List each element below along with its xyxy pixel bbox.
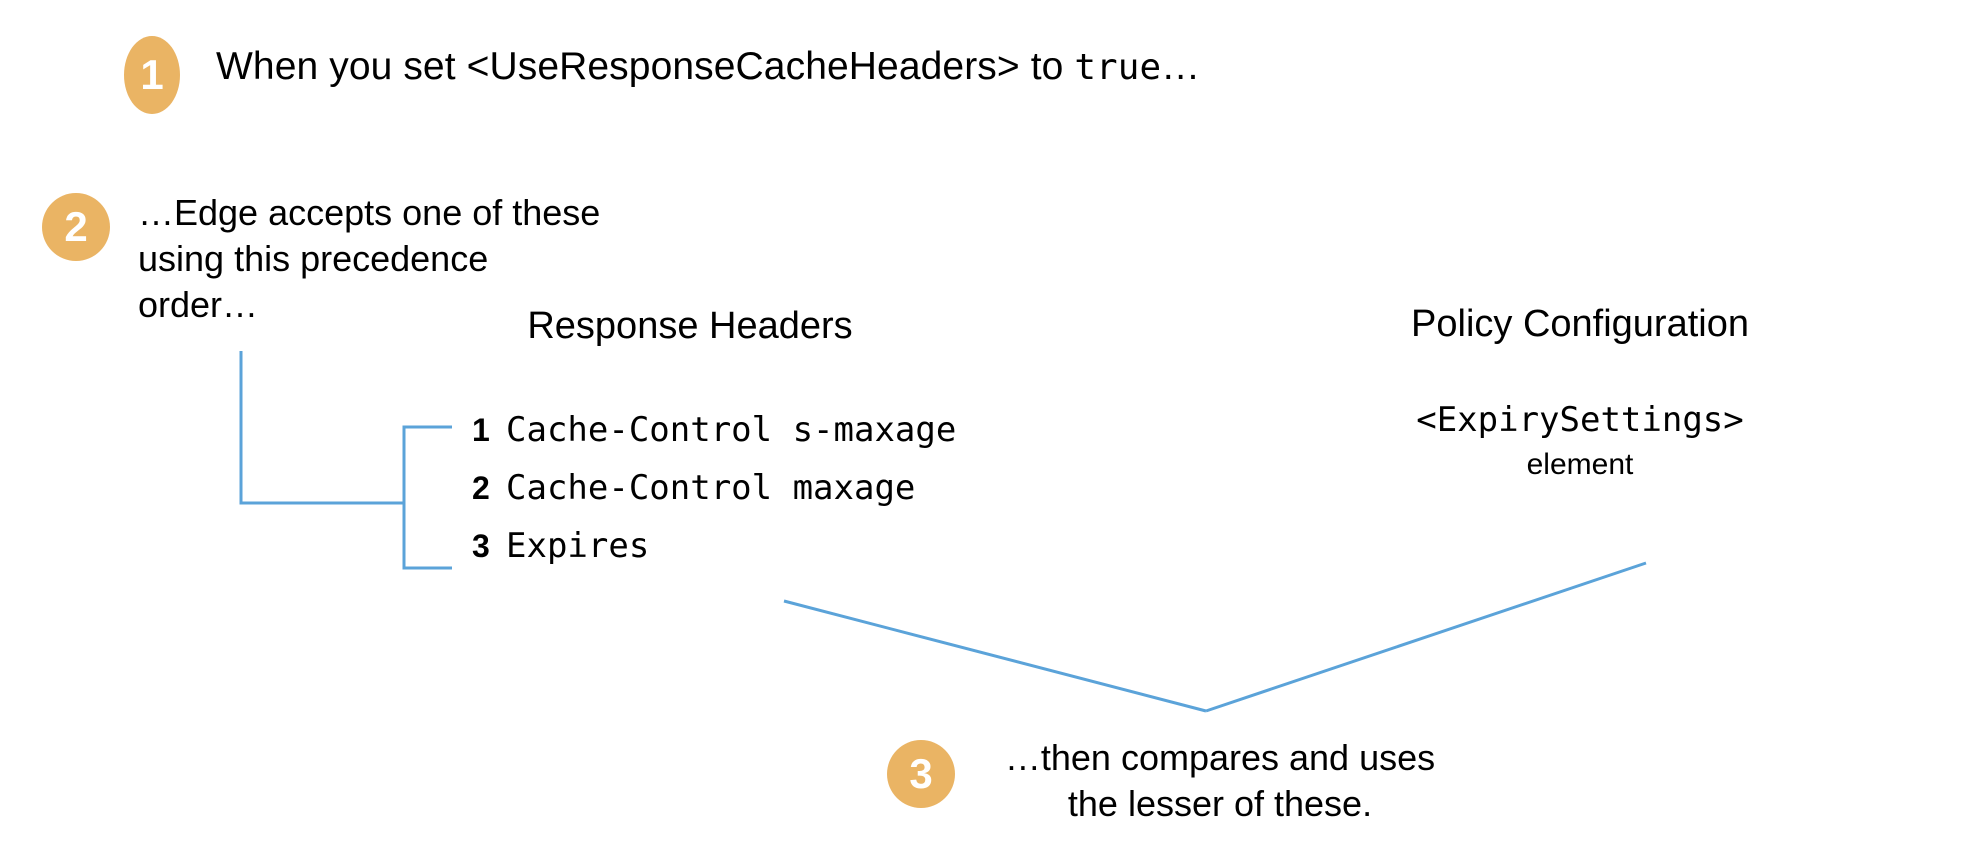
expiry-settings-element-label: element: [1526, 448, 1634, 481]
step-2-badge: 2: [42, 193, 110, 261]
response-headers-list: 1 Cache-Control s-maxage 2 Cache-Control…: [472, 410, 956, 584]
step-1-text: When you set <UseResponseCacheHeaders> t…: [216, 45, 1200, 89]
step-2-line-1: …Edge accepts one of these: [138, 192, 601, 233]
header-name: Cache-Control maxage: [506, 468, 916, 508]
header-rank: 2: [472, 470, 490, 506]
step-3-line-2: the lesser of these.: [1067, 783, 1373, 825]
list-item: 3 Expires: [472, 526, 956, 584]
step-1-text-code: true: [1074, 47, 1162, 88]
step-1-text-prefix: When you set <UseResponseCacheHeaders> t…: [216, 45, 1075, 88]
v-connector-left-arm: [783, 599, 1207, 713]
step-1-badge: 1: [124, 36, 180, 114]
step-2-line-3: order…: [138, 284, 259, 326]
step-2-number: 2: [64, 203, 88, 250]
step-3-text: …then compares and uses the lesser of th…: [980, 735, 1460, 827]
header-rank: 1: [472, 412, 490, 448]
header-name: Expires: [506, 526, 650, 566]
step-2-line-2: using this precedence: [138, 238, 489, 280]
policy-configuration-block: <ExpirySettings> element: [1380, 400, 1780, 482]
headers-bracket: [402, 425, 452, 570]
header-rank: 3: [472, 528, 490, 564]
expiry-settings-element: <ExpirySettings>: [1416, 400, 1744, 440]
step-3-badge: 3: [887, 740, 955, 808]
step-1-number: 1: [140, 51, 164, 98]
list-item: 2 Cache-Control maxage: [472, 468, 956, 526]
step-2-text: …Edge accepts one of these using this pr…: [138, 190, 608, 328]
header-name: Cache-Control s-maxage: [506, 410, 957, 450]
step-3-line-1: …then compares and uses: [1004, 737, 1436, 778]
policy-configuration-heading: Policy Configuration: [1411, 303, 1749, 345]
step-3-number: 3: [909, 750, 933, 797]
response-headers-heading: Response Headers: [527, 305, 853, 347]
list-item: 1 Cache-Control s-maxage: [472, 410, 956, 468]
v-connector-right-arm: [1205, 561, 1647, 713]
step2-elbow-line: [239, 351, 404, 505]
step-1-text-suffix: …: [1161, 45, 1201, 88]
